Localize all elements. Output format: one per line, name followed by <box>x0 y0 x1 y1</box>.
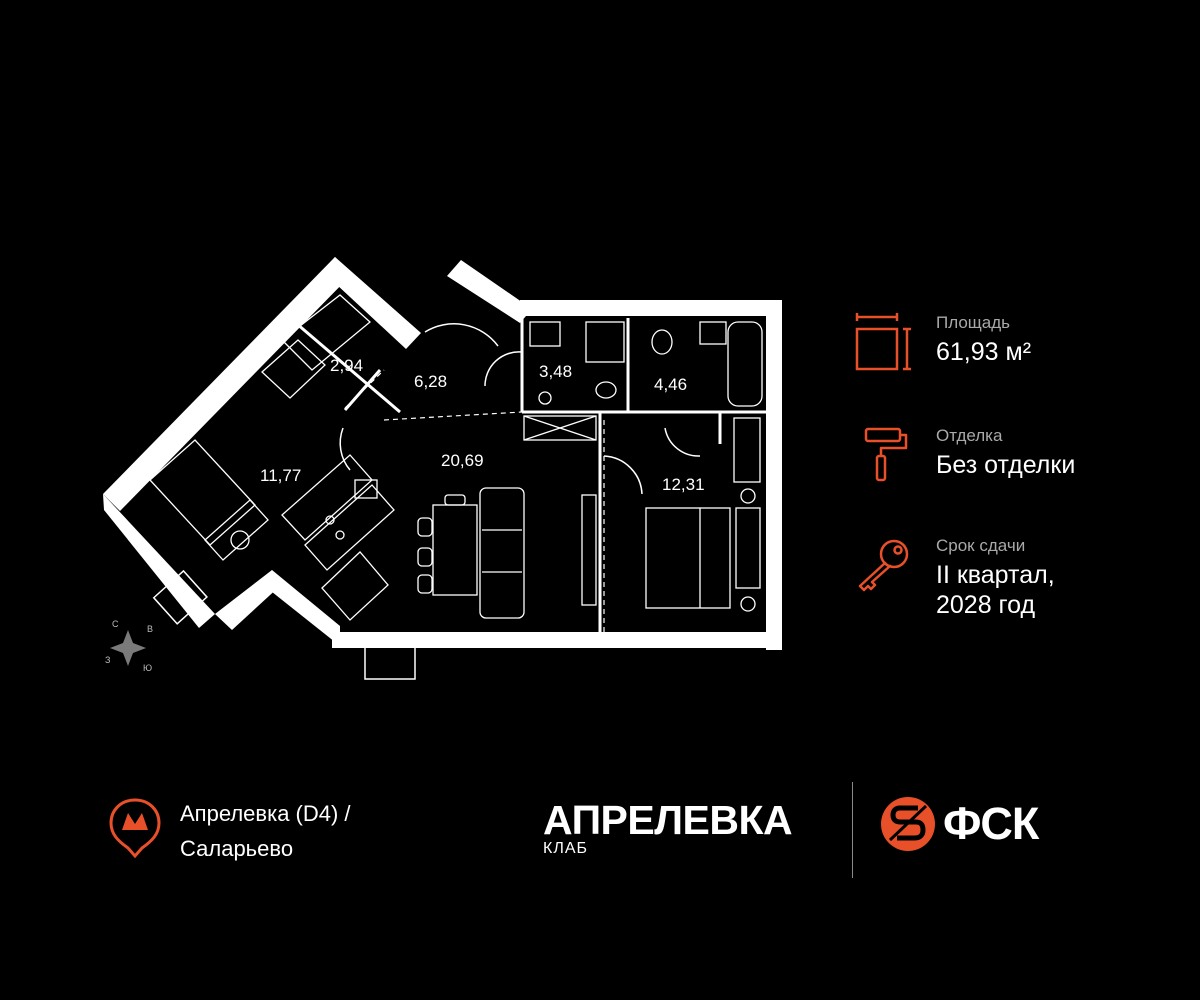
developer-name: ФСК <box>943 798 1039 849</box>
delivery-quarter: II квартал, <box>936 561 1055 589</box>
metro-station-1: Апрелевка (D4) / <box>180 801 351 826</box>
room-area-bedroom-2: 12,31 <box>662 475 705 494</box>
room-labels: 2,94 6,28 3,48 4,46 11,77 20,69 12,31 <box>260 356 705 494</box>
project-name: АПРЕЛЕВКА <box>543 797 793 843</box>
room-area-bedroom-1: 11,77 <box>260 466 301 485</box>
logo-divider <box>852 782 853 878</box>
windows <box>152 569 743 680</box>
room-area-bath-1: 3,48 <box>539 362 572 381</box>
room-area-storage: 2,94 <box>330 356 363 375</box>
delivery-year: 2028 год <box>936 591 1036 619</box>
info-finish: Отделка Без отделки <box>850 426 1180 486</box>
finish-label: Отделка <box>936 426 1003 445</box>
area-value: 61,93 м² <box>936 338 1032 366</box>
dashed-zone-lines <box>344 369 605 632</box>
metro-station-2: Саларьево <box>180 836 294 861</box>
metro-info: Апрелевка (D4) / Саларьево <box>108 796 351 865</box>
compass-west: З <box>105 655 110 665</box>
metro-pin-icon <box>109 798 161 859</box>
room-area-bath-2: 4,46 <box>654 375 687 394</box>
room-area-living: 20,69 <box>441 451 484 470</box>
compass-south: Ю <box>143 663 152 673</box>
project-logo: АПРЕЛЕВКА КЛАБ <box>543 797 793 857</box>
finish-value: Без отделки <box>936 451 1076 479</box>
fsk-logo-icon <box>881 797 935 851</box>
project-subname: КЛАБ <box>543 840 588 857</box>
compass-north: С <box>112 619 119 629</box>
key-icon <box>858 539 909 592</box>
compass: С В З Ю <box>105 619 153 673</box>
delivery-label: Срок сдачи <box>936 536 1026 555</box>
metro-stations: Апрелевка (D4) / Саларьево <box>180 796 351 866</box>
compass-east: В <box>147 624 153 634</box>
paint-roller-icon <box>864 427 908 482</box>
area-label: Площадь <box>936 313 1011 332</box>
interior-walls <box>289 316 766 632</box>
developer-logo: ФСК <box>880 796 1039 857</box>
info-delivery: Срок сдачи II квартал, 2028 год <box>850 536 1180 632</box>
compass-icon <box>110 630 146 666</box>
info-area: Площадь 61,93 м² <box>850 313 1180 373</box>
floor-area-icon <box>855 313 911 371</box>
room-area-hall: 6,28 <box>414 372 447 391</box>
furniture <box>149 294 763 621</box>
delivery-value: II квартал, 2028 год <box>936 560 1055 620</box>
